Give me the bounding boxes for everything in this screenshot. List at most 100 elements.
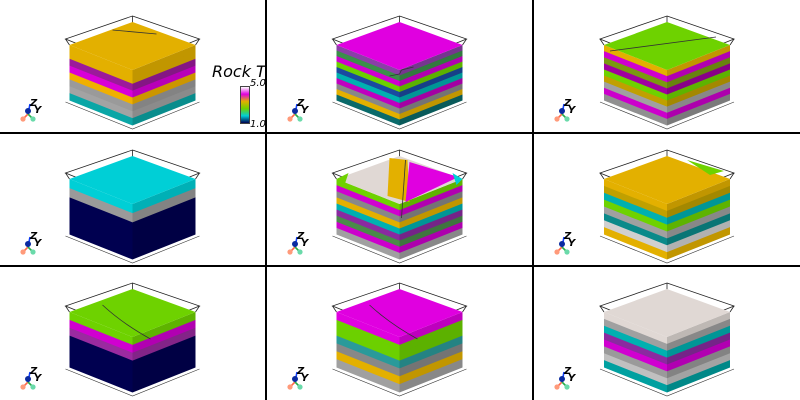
layer-left-face xyxy=(604,353,667,386)
layer-right-face xyxy=(399,72,463,104)
layer-left-face xyxy=(336,351,400,385)
top-surface xyxy=(336,289,463,337)
bounding-box-bottom xyxy=(332,368,467,397)
strata-layers xyxy=(604,179,730,260)
layer-left-face xyxy=(604,87,667,120)
layer-left-face xyxy=(336,89,400,120)
layer-right-face xyxy=(667,185,730,219)
strata-layers xyxy=(604,312,730,393)
layer-right-face xyxy=(667,199,730,232)
layer-right-face xyxy=(667,57,730,89)
view-9-scene[interactable]: ZY xyxy=(534,267,800,400)
axis-y-label: Y xyxy=(34,105,43,116)
top-surface xyxy=(69,289,196,337)
axis-z-label: Z xyxy=(29,231,38,242)
layer-left-face xyxy=(336,327,400,362)
fault-line xyxy=(609,36,717,52)
layer-right-face xyxy=(667,360,730,393)
axis-z-label: Z xyxy=(29,98,38,109)
layer-left-face xyxy=(336,191,400,223)
bounding-box-bottom xyxy=(65,235,200,264)
layer-right-face xyxy=(667,332,730,365)
axis-y-label: Y xyxy=(568,238,577,249)
view-6-scene[interactable]: ZY xyxy=(534,134,800,265)
layer-right-face xyxy=(667,206,730,239)
layer-right-face xyxy=(667,93,730,126)
layer-right-face xyxy=(667,346,730,379)
view-3-scene[interactable]: ZY xyxy=(534,0,800,132)
layer-left-face xyxy=(69,206,133,242)
layer-right-face xyxy=(399,359,463,393)
layer-right-face xyxy=(132,215,196,251)
layer-right-face xyxy=(667,45,730,77)
layer-left-face xyxy=(604,312,667,345)
layer-left-face xyxy=(604,227,667,260)
layer-left-face xyxy=(604,318,667,352)
view-4-scene[interactable]: ZY xyxy=(0,134,265,265)
layer-right-face xyxy=(667,220,730,253)
layer-left-face xyxy=(604,220,667,253)
strata-layers xyxy=(604,45,730,126)
strata-layers xyxy=(69,179,196,260)
layer-left-face xyxy=(336,67,400,98)
layer-right-face xyxy=(667,87,730,120)
layer-left-face xyxy=(69,224,133,260)
strata-layers xyxy=(336,312,463,393)
layer-left-face xyxy=(336,343,400,377)
layer-right-face xyxy=(132,224,196,260)
layer-left-face xyxy=(336,215,400,248)
layer-left-face xyxy=(336,359,400,393)
bounding-box-bottom xyxy=(332,101,467,130)
layer-right-face xyxy=(399,319,463,354)
view-5-scene[interactable]: ZY xyxy=(267,134,532,265)
layer-right-face xyxy=(667,51,730,83)
layer-right-face xyxy=(667,192,730,226)
layer-left-face xyxy=(604,339,667,372)
layer-right-face xyxy=(399,221,463,254)
layer-right-face xyxy=(667,339,730,372)
layer-right-face xyxy=(667,325,730,359)
layer-right-face xyxy=(667,353,730,386)
view-8-scene[interactable]: ZY xyxy=(267,267,532,400)
layer-left-face xyxy=(604,81,667,114)
orientation-axes-icon: ZY xyxy=(20,98,43,122)
layer-right-face xyxy=(132,45,196,78)
axis-z-label: Z xyxy=(563,231,572,242)
layer-left-face xyxy=(604,45,667,77)
strata-layers xyxy=(69,45,196,126)
layer-left-face xyxy=(604,179,667,212)
colorbar-gradient xyxy=(240,86,250,124)
layer-left-face xyxy=(336,83,400,115)
fault-line xyxy=(401,159,406,219)
axis-z-label: Z xyxy=(563,98,572,109)
layer-left-face xyxy=(336,227,400,260)
bounding-box-bottom xyxy=(65,368,200,397)
orientation-axes-icon: ZY xyxy=(554,98,577,122)
layer-right-face xyxy=(132,93,196,126)
view-7-scene[interactable]: ZY xyxy=(0,267,265,400)
layer-left-face xyxy=(69,72,133,105)
view-2-scene[interactable]: ZY xyxy=(267,0,532,132)
layer-right-face xyxy=(667,227,730,260)
layer-right-face xyxy=(399,94,463,126)
layer-left-face xyxy=(69,319,133,354)
top-surface xyxy=(604,289,730,337)
view-1-scene[interactable]: ZY xyxy=(0,0,265,132)
top-surface xyxy=(604,156,730,204)
layer-right-face xyxy=(399,89,463,120)
fault-line xyxy=(112,29,157,35)
layer-left-face xyxy=(604,69,667,102)
layer-right-face xyxy=(399,50,463,82)
layer-right-face xyxy=(399,185,463,217)
orientation-axes-icon: ZY xyxy=(287,98,310,122)
